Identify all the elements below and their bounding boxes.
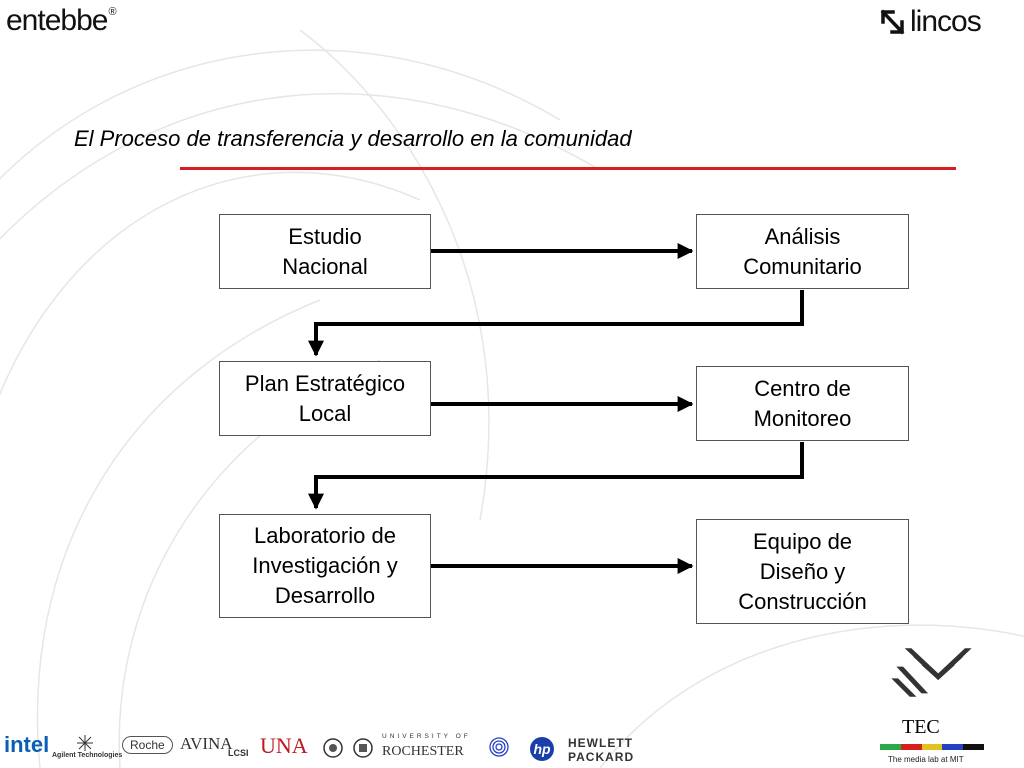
box-label-line: Equipo de bbox=[752, 528, 853, 554]
registered-mark: ® bbox=[108, 6, 116, 18]
hp-logo-icon: hp bbox=[530, 737, 554, 761]
box-plan-estrategico: Plan Estratégico Local bbox=[219, 361, 431, 436]
agilent-spark-icon bbox=[77, 735, 93, 751]
hp-logo-line1: HEWLETT bbox=[568, 736, 633, 750]
box-analisis-comunitario: Análisis Comunitario bbox=[696, 214, 909, 289]
mit-media-lab-text: The media lab at MIT bbox=[888, 755, 964, 764]
box-label-line: Local bbox=[298, 400, 352, 426]
box-label-line: Diseño y bbox=[759, 558, 846, 584]
hp-logo-line2: PACKARD bbox=[568, 750, 635, 764]
box-label-line: Monitoreo bbox=[753, 405, 852, 431]
box-label-line: Investigación y bbox=[252, 553, 398, 578]
fingerprint-logo-icon bbox=[489, 737, 509, 757]
tec-logo-text: TEC bbox=[902, 716, 940, 738]
title-underline bbox=[180, 167, 956, 170]
box-label-line: Construcción bbox=[738, 588, 867, 614]
tec-logo bbox=[891, 648, 972, 697]
avina-logo: AVINA bbox=[180, 734, 233, 753]
page-title: El Proceso de transferencia y desarrollo… bbox=[74, 126, 632, 151]
agilent-logo: Agilent Technologies bbox=[52, 752, 123, 759]
box-label-line: Nacional bbox=[282, 253, 368, 279]
una-logo: UNA bbox=[260, 733, 308, 758]
lincos-logo: lincos bbox=[880, 4, 982, 40]
mit-color-bar bbox=[880, 744, 984, 750]
box-label-line: Comunitario bbox=[743, 253, 862, 279]
box-label-line: Análisis bbox=[764, 223, 841, 249]
rochester-seal-icon bbox=[353, 738, 373, 758]
box-equipo-diseno: Equipo de Diseño y Construcción bbox=[696, 519, 909, 624]
box-laboratorio: Laboratorio de Investigación y Desarroll… bbox=[219, 514, 431, 618]
box-label-line: Desarrollo bbox=[274, 583, 376, 608]
university-seal-icon bbox=[323, 738, 343, 758]
roche-logo: Roche bbox=[122, 736, 173, 754]
arrow-analisis-to-plan bbox=[308, 290, 804, 357]
entebbe-logo: entebbe® bbox=[6, 4, 117, 38]
lincos-logo-text: lincos bbox=[910, 5, 982, 38]
rochester-logo: ROCHESTER bbox=[382, 744, 464, 759]
entebbe-logo-text: entebbe bbox=[6, 4, 108, 37]
box-label-line: Plan Estratégico bbox=[244, 370, 406, 396]
arrow-centro-to-laboratorio bbox=[308, 442, 804, 510]
intel-logo: intel bbox=[4, 732, 50, 757]
box-label-line: Centro de bbox=[754, 375, 851, 401]
lincos-arrow-icon bbox=[880, 9, 905, 35]
box-label-line: Estudio bbox=[288, 223, 362, 249]
box-centro-monitoreo: Centro de Monitoreo bbox=[696, 366, 909, 441]
lcsi-logo: LCSI bbox=[228, 748, 249, 758]
box-label-line: Laboratorio de bbox=[254, 523, 396, 548]
rochester-logo-top: UNIVERSITY OF bbox=[382, 733, 471, 740]
box-estudio-nacional: Estudio Nacional bbox=[219, 214, 431, 289]
